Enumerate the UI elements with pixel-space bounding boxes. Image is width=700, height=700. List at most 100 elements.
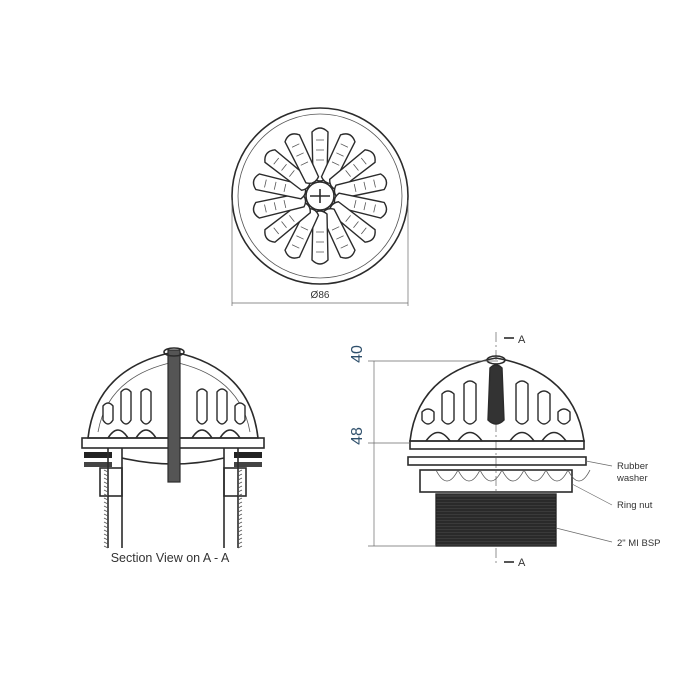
section-thread-left bbox=[103, 477, 109, 481]
section-thread-right bbox=[237, 545, 243, 549]
section-thread-left bbox=[103, 529, 109, 533]
plan-slot-ridges bbox=[331, 226, 349, 249]
plan-slot bbox=[284, 207, 320, 259]
screw-head-icon bbox=[310, 189, 330, 203]
callout-rubber-washer-line2: washer bbox=[616, 473, 648, 484]
elevation-scallop bbox=[425, 431, 451, 442]
ring-nut-flute bbox=[479, 469, 503, 482]
elevation-rubber-washer bbox=[407, 456, 587, 466]
plan-slot bbox=[311, 127, 329, 182]
section-thread-right bbox=[237, 521, 243, 525]
dimension-bottom-label: 48 bbox=[349, 427, 366, 445]
elevation-slot bbox=[537, 390, 551, 425]
section-body-inner bbox=[121, 448, 225, 548]
plan-slot-outline bbox=[329, 201, 376, 243]
plan-slot-ridges bbox=[331, 143, 349, 166]
section-slots bbox=[102, 388, 246, 439]
section-thread-right bbox=[237, 493, 243, 497]
plan-slot-ridges bbox=[353, 200, 376, 213]
plan-slot-ridges bbox=[316, 231, 324, 253]
section-washer-right-2 bbox=[234, 462, 262, 467]
section-body-outer bbox=[107, 448, 239, 548]
plan-slot-outline bbox=[329, 149, 376, 191]
section-thread-right bbox=[237, 469, 243, 473]
plan-slot-ridges bbox=[273, 215, 295, 235]
elevation-centre-slot bbox=[487, 364, 505, 425]
ring-nut-flute bbox=[501, 469, 525, 482]
section-thread-right bbox=[237, 533, 243, 537]
section-thread-right bbox=[237, 489, 243, 493]
section-slot bbox=[216, 388, 228, 425]
section-ring-nut-right bbox=[223, 467, 247, 497]
plan-slot bbox=[333, 192, 388, 219]
ring-nut-flute bbox=[435, 469, 459, 482]
ring-nut-flute bbox=[523, 469, 547, 482]
section-thread-left bbox=[103, 533, 109, 537]
plan-slot bbox=[264, 149, 311, 191]
plan-slot bbox=[252, 192, 307, 219]
section-thread-right bbox=[237, 525, 243, 529]
section-thread-left bbox=[103, 501, 109, 505]
section-caption: Section View on A - A bbox=[111, 551, 230, 565]
section-view: Section View on A - A bbox=[81, 347, 265, 565]
plan-slot bbox=[320, 207, 356, 259]
section-thread-right bbox=[237, 481, 243, 485]
section-scallop bbox=[219, 429, 241, 439]
section-thread-left bbox=[103, 505, 109, 509]
elevation-ring-nut bbox=[419, 469, 573, 493]
section-thread-right bbox=[237, 509, 243, 513]
section-scallop bbox=[107, 429, 129, 439]
plan-slot-outline bbox=[311, 210, 329, 265]
plan-slot-ridges bbox=[291, 226, 309, 249]
section-thread-left bbox=[103, 541, 109, 545]
plan-slot bbox=[311, 210, 329, 265]
plan-slot bbox=[252, 173, 307, 200]
section-ring-nut-left bbox=[99, 467, 123, 497]
plan-slot-outline bbox=[311, 127, 329, 182]
ring-nut-flute bbox=[567, 469, 591, 482]
elevation-slots bbox=[421, 380, 571, 442]
plan-slot bbox=[264, 201, 311, 243]
plan-slot bbox=[320, 133, 356, 185]
section-slot bbox=[234, 402, 246, 425]
ring-nut-flutes bbox=[435, 469, 591, 482]
elevation-scallop bbox=[457, 431, 483, 442]
section-thread-right bbox=[237, 505, 243, 509]
plan-slot-ridges bbox=[345, 157, 367, 177]
section-thread-left bbox=[103, 493, 109, 497]
plan-slot-ridges bbox=[291, 143, 309, 166]
section-rod-cap bbox=[163, 347, 185, 357]
elevation-view: A A 40 48 Rubber washer Ring nut 2" MI B… bbox=[349, 332, 661, 569]
plan-slot-outline bbox=[264, 201, 311, 243]
plan-slot-ridges bbox=[345, 215, 367, 235]
section-threads bbox=[103, 469, 243, 549]
elevation-flange bbox=[409, 440, 585, 450]
section-thread-left bbox=[103, 513, 109, 517]
section-center-rod bbox=[167, 349, 181, 483]
elevation-scallop bbox=[541, 431, 567, 442]
section-thread-left bbox=[103, 517, 109, 521]
section-thread-left bbox=[103, 497, 109, 501]
callout-ring-nut: Ring nut bbox=[617, 500, 653, 511]
section-slot bbox=[120, 388, 132, 425]
section-marker-bottom: A bbox=[518, 557, 526, 569]
leader-thread bbox=[555, 527, 613, 543]
section-thread-right bbox=[237, 513, 243, 517]
section-thread-left bbox=[103, 489, 109, 493]
elevation-dome-cap bbox=[486, 355, 506, 365]
section-thread-right bbox=[237, 485, 243, 489]
section-thread-right bbox=[237, 517, 243, 521]
plan-slot-ridges bbox=[273, 157, 295, 177]
section-scallop bbox=[135, 429, 157, 439]
leader-rubber-washer bbox=[585, 460, 613, 467]
elevation-slot bbox=[421, 408, 435, 425]
elevation-dome bbox=[409, 357, 585, 442]
section-thread-left bbox=[103, 537, 109, 541]
section-thread-left bbox=[103, 525, 109, 529]
plan-slot-outline bbox=[264, 149, 311, 191]
elevation-slot bbox=[515, 380, 529, 425]
callout-rubber-washer-line1: Rubber bbox=[617, 461, 648, 472]
elevation-slot bbox=[441, 390, 455, 425]
section-thread-left bbox=[103, 545, 109, 549]
plan-slot bbox=[329, 201, 376, 243]
